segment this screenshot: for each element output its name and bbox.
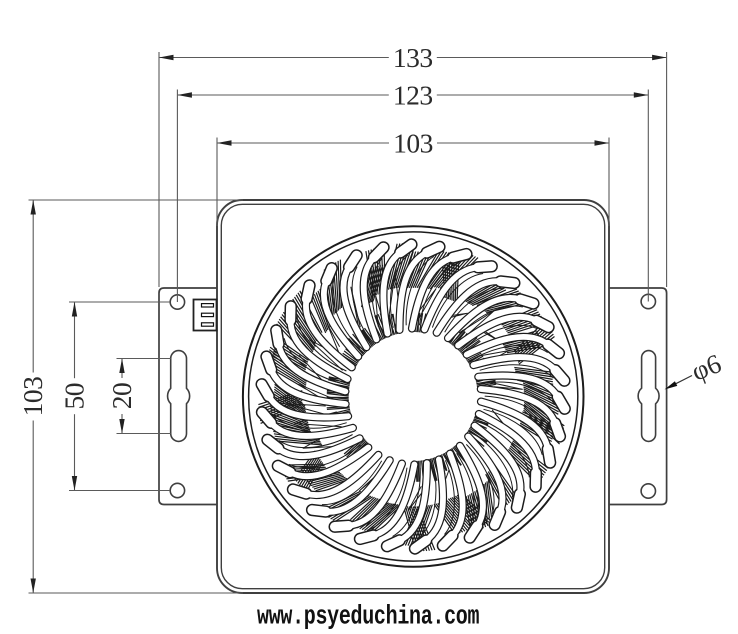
svg-text:123: 123 — [393, 80, 433, 111]
svg-text:φ6: φ6 — [687, 348, 725, 386]
svg-text:20: 20 — [106, 383, 137, 410]
svg-text:50: 50 — [59, 383, 90, 410]
svg-text:103: 103 — [393, 128, 433, 159]
svg-text:133: 133 — [393, 42, 433, 73]
svg-text:103: 103 — [17, 377, 48, 417]
svg-text:www.psyeduchina.com: www.psyeduchina.com — [257, 602, 479, 633]
